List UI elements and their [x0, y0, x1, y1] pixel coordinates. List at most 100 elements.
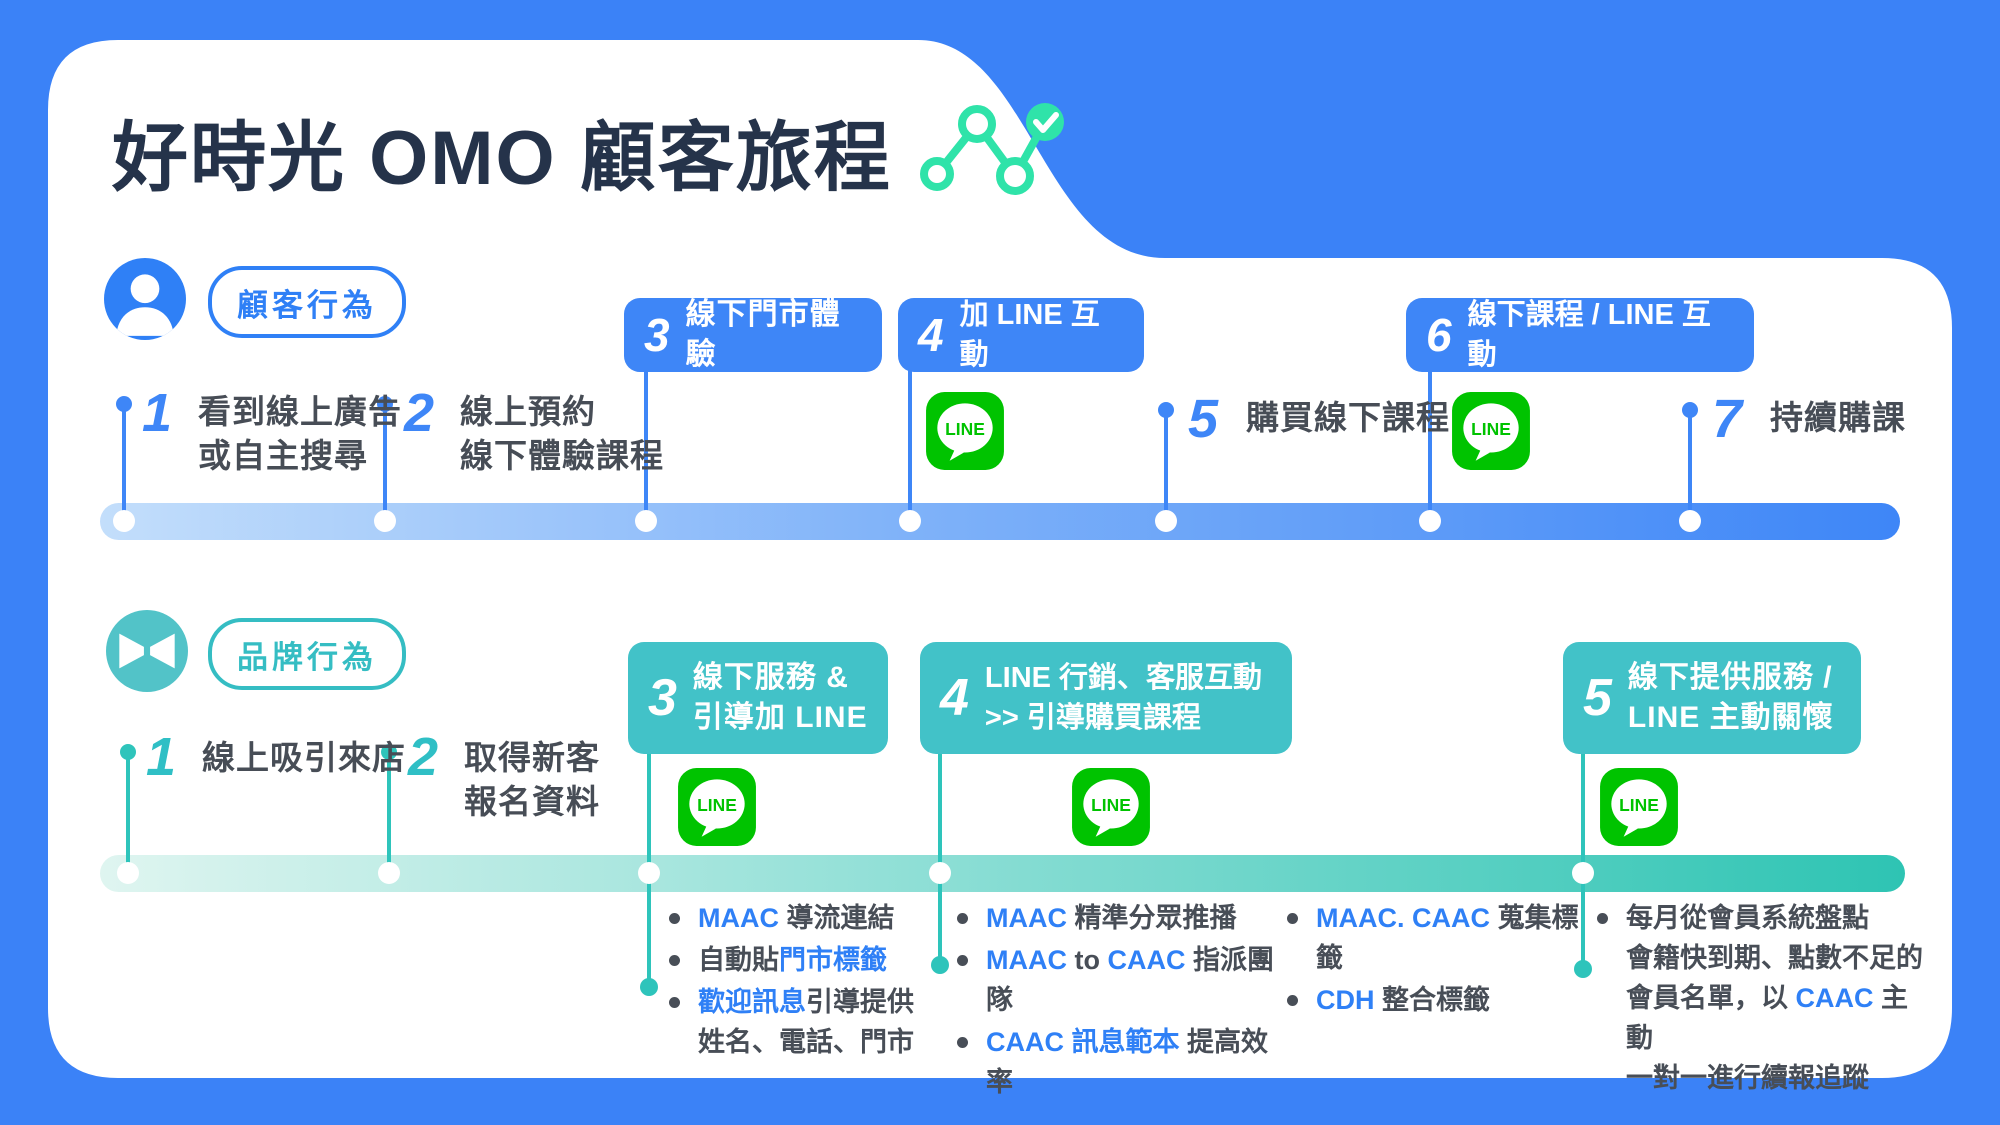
timeline-node — [1419, 510, 1441, 532]
bullet-text-segment: CDH — [1316, 985, 1375, 1015]
customer-step-4-label: 加 LINE 互動 — [959, 299, 1100, 371]
check-circle-icon — [1026, 103, 1064, 141]
svg-text:LINE: LINE — [1619, 795, 1659, 815]
connector-dot — [120, 744, 136, 760]
customer-step-4-box: 4 加 LINE 互動 — [898, 298, 1144, 372]
bullet-item: 自動貼門市標籤 — [664, 940, 960, 980]
timeline-node — [1572, 862, 1594, 884]
notes-column-1: MAAC 導流連結自動貼門市標籤歡迎訊息引導提供 姓名、電話、門市 — [664, 898, 960, 1064]
bow-icon — [119, 633, 175, 669]
timeline-node — [113, 510, 135, 532]
customer-step-5-label: 購買線下課程 — [1246, 399, 1450, 436]
customer-step-2-number: 2 — [404, 383, 435, 443]
brand-step-1-number: 1 — [146, 727, 177, 787]
brand-avatar — [106, 610, 188, 692]
connector-dot — [640, 978, 658, 996]
customer-step-6-number: 6 — [1426, 309, 1452, 361]
bullet-text-segment: 整合標籤 — [1374, 985, 1491, 1015]
brand-step-4-box: 4 LINE 行銷、客服互動 >> 引導購買課程 — [920, 642, 1292, 754]
connector-dot — [931, 956, 949, 974]
brand-step-4-number: 4 — [940, 669, 969, 727]
customer-step-3-box: 3 線下門市體驗 — [624, 298, 882, 372]
connector — [383, 404, 387, 514]
bullet-text-segment: 每月從會員系統盤點 會籍快到期、點數不足的 會員名單，以 — [1626, 903, 1923, 1013]
brand-step-3-label: 線下服務 & 引導加 LINE — [692, 661, 868, 734]
timeline-node — [635, 510, 657, 532]
customer-step-6-label: 線下課程 / LINE 互動 — [1467, 299, 1711, 371]
bullet-text-segment: MAAC — [986, 945, 1067, 975]
connector-dot — [377, 396, 393, 412]
bullet-text-segment: CAAC 訊息範本 — [986, 1027, 1180, 1057]
brand-step-5-box: 5 線下提供服務 / LINE 主動關懷 — [1563, 642, 1861, 754]
svg-text:LINE: LINE — [1471, 419, 1511, 439]
connector — [387, 752, 391, 864]
customer-step-5-number: 5 — [1188, 389, 1219, 449]
bullet-item: MAAC 導流連結 — [664, 898, 960, 938]
connector — [1428, 368, 1432, 514]
connector — [908, 368, 912, 514]
timeline-node — [374, 510, 396, 532]
svg-text:LINE: LINE — [945, 419, 985, 439]
customer-step-7-label: 持續購課 — [1770, 399, 1906, 436]
bullet-text-segment: MAAC — [986, 903, 1067, 933]
brand-step-2-label: 取得新客 報名資料 — [464, 739, 600, 820]
bullet-item: CDH 整合標籤 — [1282, 980, 1582, 1020]
connector — [1688, 410, 1692, 514]
svg-text:LINE: LINE — [1091, 795, 1131, 815]
bullet-text-segment: 引導提供 姓名、電話、門市 — [698, 987, 914, 1057]
customer-step-7-number: 7 — [1712, 389, 1743, 449]
person-icon — [116, 274, 174, 336]
bullet-item: MAAC to CAAC 指派團隊 — [952, 940, 1292, 1020]
line-app-icon: LINE — [1072, 768, 1150, 846]
customer-timeline-bar — [100, 503, 1900, 540]
page-title: 好時光 OMO 顧客旅程 — [112, 116, 892, 201]
line-app-icon: LINE — [926, 392, 1004, 470]
timeline-node — [1679, 510, 1701, 532]
line-app-icon: LINE — [1600, 768, 1678, 846]
customer-step-4-number: 4 — [918, 309, 944, 361]
brand-step-3-box: 3 線下服務 & 引導加 LINE — [628, 642, 888, 754]
notes-column-4: 每月從會員系統盤點 會籍快到期、點數不足的 會員名單，以 CAAC 主動 一對一… — [1592, 898, 1932, 1100]
connector — [938, 754, 942, 966]
brand-timeline-bar — [100, 855, 1905, 892]
bullet-text-segment: 蒐集標籤 — [1316, 903, 1579, 973]
journey-path-icon — [920, 103, 1064, 195]
bullet-text-segment: CAAC — [1795, 983, 1874, 1013]
customer-avatar — [104, 258, 186, 340]
bullet-text-segment: MAAC — [698, 903, 779, 933]
connector — [644, 368, 648, 514]
svg-text:LINE: LINE — [697, 795, 737, 815]
bullet-item: 每月從會員系統盤點 會籍快到期、點數不足的 會員名單，以 CAAC 主動 一對一… — [1592, 898, 1932, 1098]
bullet-text-segment: 提高效率 — [986, 1027, 1269, 1097]
brand-step-5-number: 5 — [1583, 669, 1612, 727]
timeline-node — [929, 862, 951, 884]
bullet-text-segment: 指派團隊 — [986, 945, 1275, 1015]
brand-step-1-label: 線上吸引來店 — [202, 739, 406, 776]
timeline-node — [638, 862, 660, 884]
brand-step-5-label: 線下提供服務 / LINE 主動關懷 — [1627, 661, 1834, 734]
connector — [122, 404, 126, 514]
customer-step-3-number: 3 — [644, 309, 670, 361]
timeline-node — [899, 510, 921, 532]
connector — [126, 752, 130, 864]
brand-step-4-label: LINE 行銷、客服互動 >> 引導購買課程 — [984, 662, 1263, 734]
timeline-node — [1155, 510, 1177, 532]
connector-dot — [116, 396, 132, 412]
customer-step-3-label: 線下門市體驗 — [685, 298, 841, 371]
brand-badge: 品牌行為 — [208, 618, 406, 690]
bullet-text-segment: to — [1067, 945, 1108, 975]
bullet-text-segment: 自動貼 — [698, 945, 779, 975]
brand-step-2-number: 2 — [408, 727, 439, 787]
customer-step-2-label: 線上預約 線下體驗課程 — [460, 393, 664, 474]
timeline-node — [117, 862, 139, 884]
customer-badge: 顧客行為 — [208, 266, 406, 338]
connector-dot — [1158, 402, 1174, 418]
brand-step-3-number: 3 — [648, 669, 677, 727]
line-app-icon: LINE — [678, 768, 756, 846]
bullet-text-segment: CAAC — [1107, 945, 1186, 975]
bullet-text-segment: 門市標籤 — [779, 945, 887, 975]
bullet-item: CAAC 訊息範本 提高效率 — [952, 1022, 1292, 1102]
connector — [1164, 410, 1168, 514]
customer-step-1-label: 看到線上廣告 或自主搜尋 — [198, 393, 402, 474]
